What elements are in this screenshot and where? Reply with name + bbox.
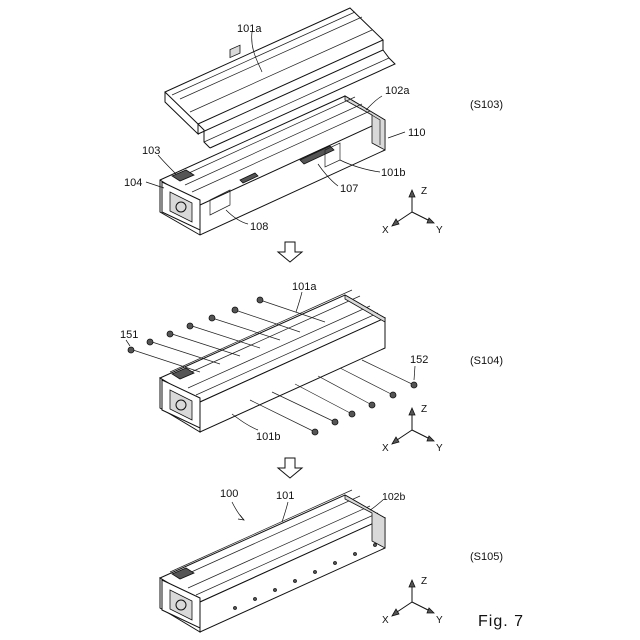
step-s103-drawing: 101a 102a 110 103 104 101b 107 108 (S103… xyxy=(124,8,503,236)
step-arrow-2 xyxy=(278,458,302,478)
axis-triad-2: Z X Y xyxy=(382,404,443,454)
ref-101b-top: 101b xyxy=(381,167,405,179)
ref-101: 101 xyxy=(276,490,294,502)
ref-104: 104 xyxy=(124,177,142,189)
ref-101a-mid: 101a xyxy=(292,281,317,293)
assembly-100 xyxy=(160,490,385,632)
axis-x-1: X xyxy=(382,225,389,236)
step-label-s104: (S104) xyxy=(470,355,503,367)
step-s104-drawing: 101a 151 152 101b (S104) Z X Y xyxy=(120,281,503,454)
axis-triad-3: Z X Y xyxy=(382,576,443,626)
ref-110: 110 xyxy=(408,127,426,139)
step-label-s103: (S103) xyxy=(470,99,503,111)
step-s105-drawing: 100 101 102b (S105) Z X Y xyxy=(160,488,503,632)
ref-107: 107 xyxy=(340,183,358,195)
ref-101b-mid: 101b xyxy=(256,431,280,443)
cell-stack xyxy=(230,45,240,57)
ref-102b: 102b xyxy=(382,491,406,503)
axis-z-2: Z xyxy=(421,404,427,415)
axis-y-3: Y xyxy=(436,615,443,626)
axis-y-1: Y xyxy=(436,225,443,236)
axis-y-2: Y xyxy=(436,443,443,454)
ref-103: 103 xyxy=(142,145,160,157)
ref-102a: 102a xyxy=(385,85,410,97)
axis-z-3: Z xyxy=(421,576,427,587)
ref-101a-top: 101a xyxy=(237,23,262,35)
ref-152: 152 xyxy=(410,354,428,366)
ref-151: 151 xyxy=(120,329,138,341)
axis-z-1: Z xyxy=(421,186,427,197)
ref-100: 100 xyxy=(220,488,238,500)
axis-triad-1: Z X Y xyxy=(382,186,443,236)
step-label-s105: (S105) xyxy=(470,551,503,563)
ref-108: 108 xyxy=(250,221,268,233)
axis-x-3: X xyxy=(382,615,389,626)
step-arrow-1 xyxy=(278,242,302,262)
figure-label: Fig. 7 xyxy=(478,613,524,630)
axis-x-2: X xyxy=(382,443,389,454)
